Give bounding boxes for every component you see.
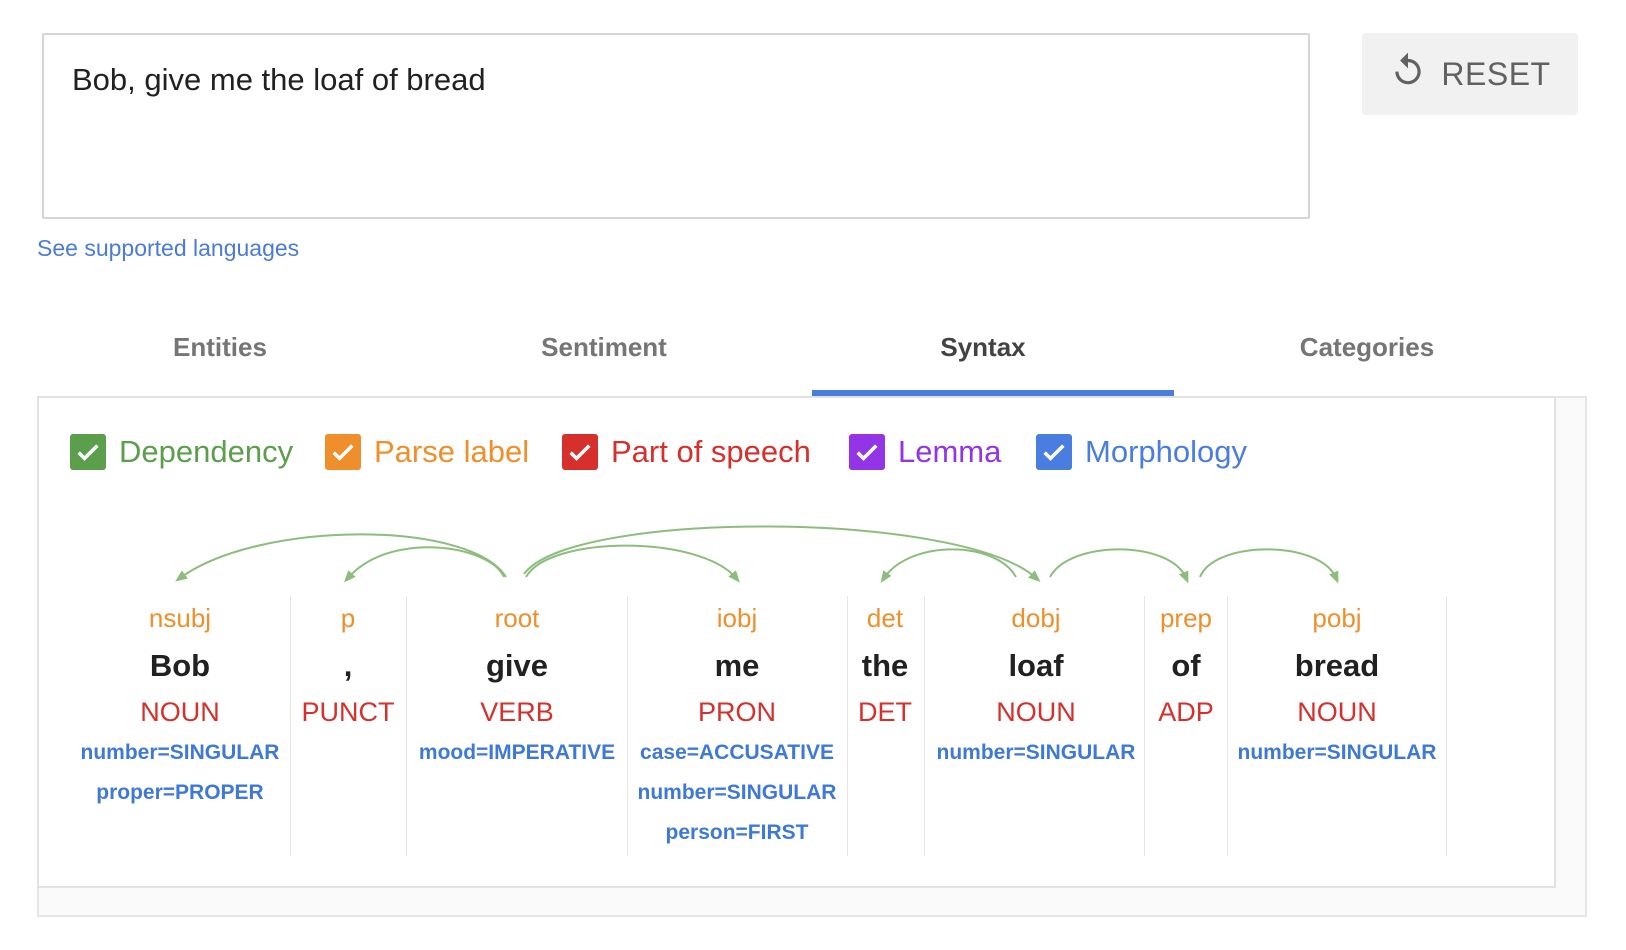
checkbox-checked-icon[interactable] xyxy=(70,434,106,470)
part-of-speech: NOUN xyxy=(1297,697,1377,727)
toggle-part-of-speech[interactable]: Part of speech xyxy=(562,434,811,470)
text-input[interactable]: Bob, give me the loaf of bread xyxy=(42,33,1310,219)
checkbox-checked-icon[interactable] xyxy=(849,434,885,470)
morphology-feature: person=FIRST xyxy=(665,821,809,844)
tab-sentiment[interactable]: Sentiment xyxy=(541,332,667,362)
part-of-speech: VERB xyxy=(480,697,554,727)
part-of-speech: NOUN xyxy=(140,697,220,727)
token-word: give xyxy=(485,648,549,683)
column-divider xyxy=(924,596,925,856)
toggle-label: Dependency xyxy=(119,434,294,469)
toggle-lemma[interactable]: Lemma xyxy=(849,434,1001,470)
reset-button[interactable]: RESET xyxy=(1362,33,1578,115)
token-column: det the DET xyxy=(858,598,912,733)
column-divider xyxy=(627,596,628,856)
token-word: bread xyxy=(1294,648,1380,683)
toggle-label: Morphology xyxy=(1085,434,1247,469)
supported-languages-link[interactable]: See supported languages xyxy=(37,235,300,261)
column-divider xyxy=(1227,596,1228,856)
token-column: p , PUNCT xyxy=(302,598,395,733)
reset-label: RESET xyxy=(1441,55,1551,92)
token-column: prep of ADP xyxy=(1158,598,1214,733)
parse-label: root xyxy=(494,603,540,633)
toggle-dependency[interactable]: Dependency xyxy=(70,434,293,470)
toggle-label: Parse label xyxy=(374,434,530,469)
parse-label: dobj xyxy=(1011,603,1061,633)
parse-label: p xyxy=(340,603,356,633)
morphology-feature: case=ACCUSATIVE xyxy=(640,741,834,764)
part-of-speech: PRON xyxy=(697,697,776,727)
column-divider xyxy=(847,596,848,856)
morphology-feature: proper=PROPER xyxy=(96,781,264,804)
parse-label: pobj xyxy=(1312,603,1362,633)
checkbox-checked-icon[interactable] xyxy=(325,434,361,470)
part-of-speech: DET xyxy=(858,697,912,727)
toggle-label: Lemma xyxy=(898,434,1002,469)
token-word: of xyxy=(1171,648,1201,683)
toggle-morphology[interactable]: Morphology xyxy=(1036,434,1247,470)
parse-label: iobj xyxy=(716,603,758,633)
checkbox-checked-icon[interactable] xyxy=(1036,434,1072,470)
part-of-speech: ADP xyxy=(1158,697,1214,727)
column-divider xyxy=(1144,596,1145,856)
token-word: loaf xyxy=(1008,648,1064,683)
token-column: nsubj Bob NOUN number=SINGULAR proper=PR… xyxy=(81,598,280,813)
morphology-feature: number=SINGULAR xyxy=(936,741,1136,764)
active-tab-indicator xyxy=(812,390,1174,396)
tab-categories[interactable]: Categories xyxy=(1299,332,1435,362)
token-column: dobj loaf NOUN number=SINGULAR xyxy=(937,598,1136,773)
column-divider xyxy=(1446,596,1447,856)
morphology-feature: number=SINGULAR xyxy=(637,781,837,804)
part-of-speech: PUNCT xyxy=(301,697,395,727)
tab-syntax[interactable]: Syntax xyxy=(940,332,1026,362)
tab-entities[interactable]: Entities xyxy=(173,332,267,362)
morphology-feature: number=SINGULAR xyxy=(80,741,280,764)
token-word: the xyxy=(861,648,909,683)
token-word: me xyxy=(714,648,760,683)
token-word: Bob xyxy=(149,648,211,683)
toggle-parse-label[interactable]: Parse label xyxy=(325,434,529,470)
token-column: root give VERB mood=IMPERATIVE xyxy=(419,598,615,773)
reset-icon xyxy=(1389,51,1427,97)
morphology-feature: number=SINGULAR xyxy=(1237,741,1437,764)
parse-label: det xyxy=(866,603,904,633)
column-divider xyxy=(406,596,407,856)
token-column: iobj me PRON case=ACCUSATIVE number=SING… xyxy=(638,598,837,853)
checkbox-checked-icon[interactable] xyxy=(562,434,598,470)
token-column: pobj bread NOUN number=SINGULAR xyxy=(1238,598,1437,773)
parse-label: nsubj xyxy=(148,603,212,633)
token-word: , xyxy=(343,648,353,683)
morphology-feature: mood=IMPERATIVE xyxy=(418,741,616,764)
part-of-speech: NOUN xyxy=(996,697,1076,727)
parse-label: prep xyxy=(1159,603,1213,633)
column-divider xyxy=(290,596,291,856)
toggle-label: Part of speech xyxy=(611,434,811,469)
